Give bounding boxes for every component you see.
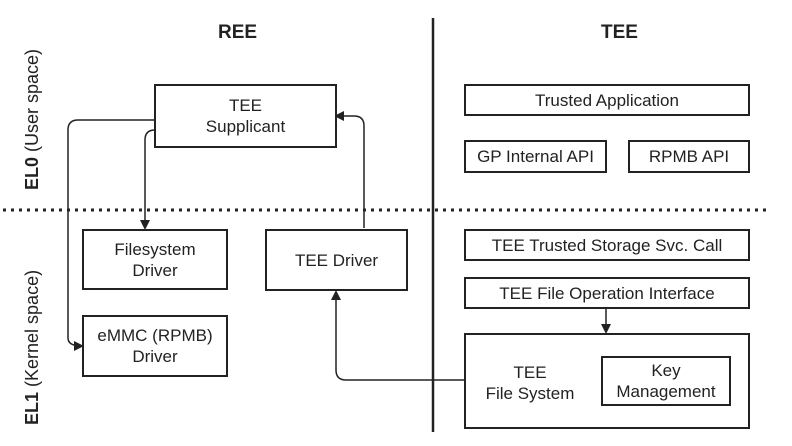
key-management-box: Key Management xyxy=(601,356,731,406)
el0-desc: (User space) xyxy=(22,48,42,157)
filesystem-driver-box: Filesystem Driver xyxy=(82,229,228,290)
trusted-storage-call-box: TEE Trusted Storage Svc. Call xyxy=(464,229,750,261)
arrow-tee-driver-to-supplicant xyxy=(334,111,365,228)
tee-supplicant-box: TEE Supplicant xyxy=(154,84,337,148)
arrow-supplicant-to-filesystem-driver xyxy=(140,129,156,230)
arrow-supplicant-to-emmc-driver xyxy=(67,119,155,351)
el0-level: EL0 xyxy=(22,156,42,190)
emmc-driver-box: eMMC (RPMB) Driver xyxy=(82,315,228,377)
tee-driver-box: TEE Driver xyxy=(265,229,408,291)
arrow-file-system-to-tee-driver xyxy=(331,290,465,381)
gp-internal-api-box: GP Internal API xyxy=(464,140,607,173)
tee-header: TEE xyxy=(601,22,638,43)
ree-header: REE xyxy=(218,22,258,43)
el1-desc: (Kernel space) xyxy=(22,269,42,392)
trusted-application-box: Trusted Application xyxy=(464,84,750,116)
el1-level: EL1 xyxy=(22,391,42,425)
rpmb-api-box: RPMB API xyxy=(628,140,750,173)
el1-side-label: EL1 (Kernel space) xyxy=(22,270,43,425)
file-operation-interface-box: TEE File Operation Interface xyxy=(464,277,750,309)
el0-side-label: EL0 (User space) xyxy=(22,49,43,190)
tee-file-system-label: TEE File System xyxy=(485,363,575,403)
